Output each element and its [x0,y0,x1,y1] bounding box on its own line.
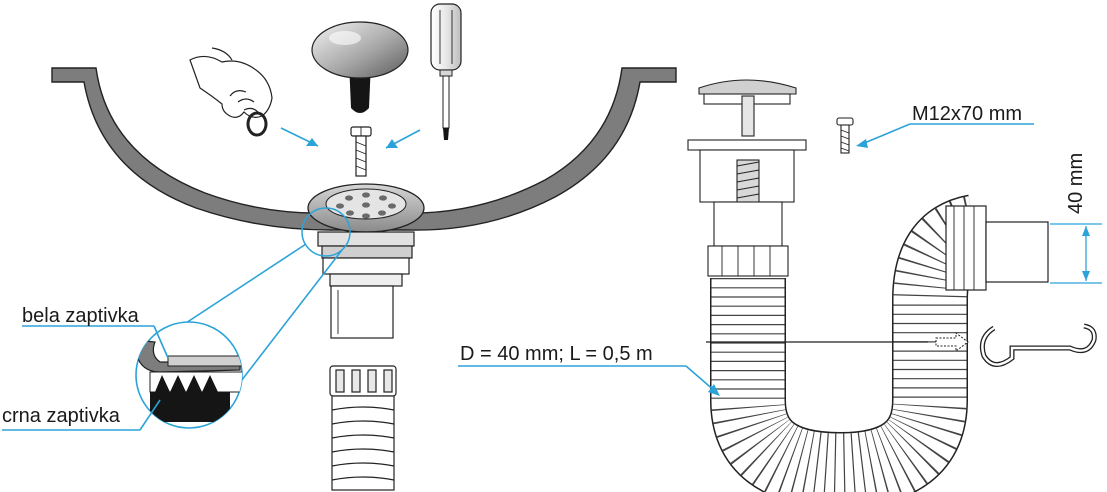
corrugated-stub [331,395,395,491]
long-screw-icon [836,117,854,154]
stopper-cap-icon [311,21,409,113]
strainer-basket [307,183,425,233]
outlet-dimension [1050,223,1102,284]
outlet-diameter-label: 40 mm [1065,153,1087,214]
drain-cap-assembly [687,79,807,277]
screw-size-label: M12x70 mm [912,103,1022,125]
sink-bowl [51,67,677,231]
outlet-connector [945,205,1049,291]
arrow-to-screw-right [385,129,421,149]
black-gasket-label: crna zaptivka [2,405,121,427]
arrow-to-screw-left [280,127,319,147]
seal-ring-icon [246,111,268,137]
hose-spec-label: D = 40 mm; L = 0,5 m [460,343,653,365]
hand-icon [189,47,273,118]
drain-body [317,231,415,339]
hose-clip-icon [706,323,1097,367]
corrugated-siphon-hose [710,194,985,492]
threaded-nut [329,365,397,397]
white-gasket-label: bela zaptivka [22,305,140,327]
zoom-callout [135,207,351,429]
screwdriver-icon [430,3,462,140]
screw-icon [350,126,372,177]
